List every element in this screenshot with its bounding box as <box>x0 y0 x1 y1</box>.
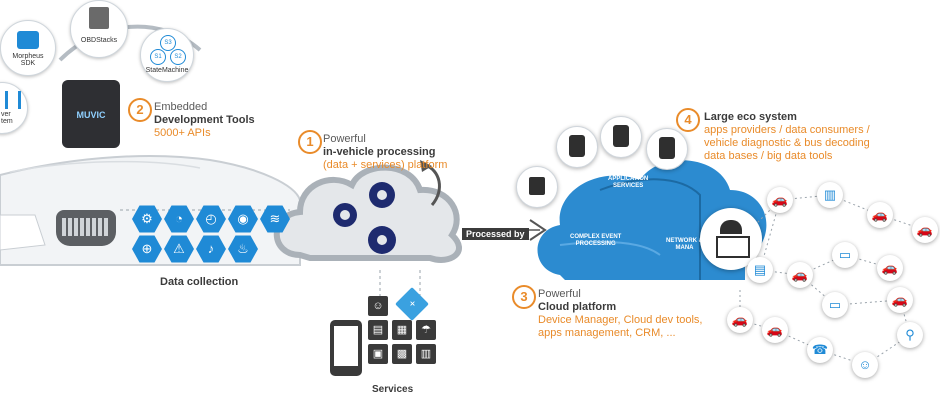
step3-line2: Cloud platform <box>538 301 617 313</box>
step4-number: 4 <box>676 108 700 132</box>
car-node-icon: 🚗 <box>762 317 788 343</box>
car-node-icon: 🚗 <box>912 217 938 243</box>
building-node-icon: ▥ <box>817 182 843 208</box>
network-label: NETWORK & MANA <box>666 238 703 251</box>
step3-line1: Powerful <box>538 288 581 300</box>
data-collection-label: Data collection <box>160 276 239 288</box>
factory-node-icon: ▤ <box>747 257 773 283</box>
grid-tile: ▦ <box>392 320 412 340</box>
car-node-icon: 🚗 <box>787 262 813 288</box>
engine-icon: ⚙ <box>132 205 162 233</box>
umbrella-tile: ☂ <box>416 320 436 340</box>
vehicle-cloud <box>273 160 462 263</box>
phone-node-icon: ☎ <box>807 337 833 363</box>
step1-line2: in-vehicle processing <box>323 146 436 158</box>
car-window <box>9 160 201 173</box>
truck-node-icon: ▭ <box>822 292 848 318</box>
gear-icon <box>333 182 396 254</box>
statemachine-label: StateMachine <box>145 67 189 74</box>
state-s2: S2 <box>170 49 186 65</box>
step3-number: 3 <box>512 285 536 309</box>
person-node-icon: ☺ <box>852 352 878 378</box>
dongle-brand: MUVIC <box>76 110 106 120</box>
location-pin-icon: ⚲ <box>897 322 923 348</box>
step2-number: 2 <box>128 98 152 122</box>
oil-icon: ≋ <box>260 205 290 233</box>
step3-line3: Device Manager, Cloud dev tools, <box>538 314 703 326</box>
cut-tool-label: ver tem <box>1 111 13 125</box>
steering-icon: ⊕ <box>132 235 162 263</box>
phone-icon <box>330 320 362 376</box>
processed-by-label: Processed by <box>462 228 529 240</box>
sound-icon: ♪ <box>196 235 226 263</box>
parking-tile: ▩ <box>392 344 412 364</box>
speed-icon: ◴ <box>196 205 226 233</box>
obdstacks-label: OBDStacks <box>80 37 118 44</box>
layout-icon <box>516 166 558 208</box>
db-icon <box>646 128 688 170</box>
morpheus-sdk-tool: Morpheus SDK <box>0 20 56 76</box>
complex-event-label: COMPLEX EVENT PROCESSING <box>570 234 622 247</box>
factory-tile: ▥ <box>416 344 436 364</box>
step2-line3: 5000+ APIs <box>154 127 211 139</box>
step1-number: 1 <box>298 130 322 154</box>
step4-line2: vehicle diagnostic & bus decoding <box>704 137 870 149</box>
obd-port <box>56 210 116 246</box>
step4-line3: data bases / big data tools <box>704 150 833 162</box>
eye-icon: ◉ <box>228 205 258 233</box>
temperature-icon: ♨ <box>228 235 258 263</box>
step1-line1: Powerful <box>323 133 366 145</box>
services-label: Services <box>372 384 414 395</box>
step3-line4: apps management, CRM, ... <box>538 327 676 339</box>
gauge-icon: ◔ <box>164 205 194 233</box>
car-node-icon: 🚗 <box>727 307 753 333</box>
user-lock-tile: ☺ <box>368 296 388 316</box>
bar-chart-icon <box>5 91 21 109</box>
chart-tile: ▤ <box>368 320 388 340</box>
state-s1: S1 <box>150 49 166 65</box>
truck-node-icon: ▭ <box>832 242 858 268</box>
db-icon <box>556 126 598 168</box>
obdstacks-tool: OBDStacks <box>70 0 128 58</box>
car-tile: ▣ <box>368 344 388 364</box>
car-crash-icon: ⚠ <box>164 235 194 263</box>
step4-title: Large eco system <box>704 111 797 123</box>
server-icon <box>89 7 109 29</box>
car-node-icon: 🚗 <box>767 187 793 213</box>
step2-line1: Embedded <box>154 101 208 113</box>
car-headlight <box>0 214 46 251</box>
statemachine-tool: S3 S1 S2 StateMachine <box>140 28 194 82</box>
state-s3: S3 <box>160 35 176 51</box>
step2-line2: Development Tools <box>154 114 255 126</box>
db-icon <box>600 116 642 158</box>
app-services-label: APPLICATION SERVICES <box>608 176 649 189</box>
puzzle-icon <box>17 31 39 49</box>
car-node-icon: 🚗 <box>887 287 913 313</box>
morpheus-label: Morpheus SDK <box>12 53 44 67</box>
step1-line3: (data + services) platform <box>323 159 448 171</box>
car-node-icon: 🚗 <box>867 202 893 228</box>
car-node-icon: 🚗 <box>877 255 903 281</box>
obd-dongle: MUVIC <box>62 80 120 148</box>
step4-line1: apps providers / data consumers / <box>704 124 870 136</box>
